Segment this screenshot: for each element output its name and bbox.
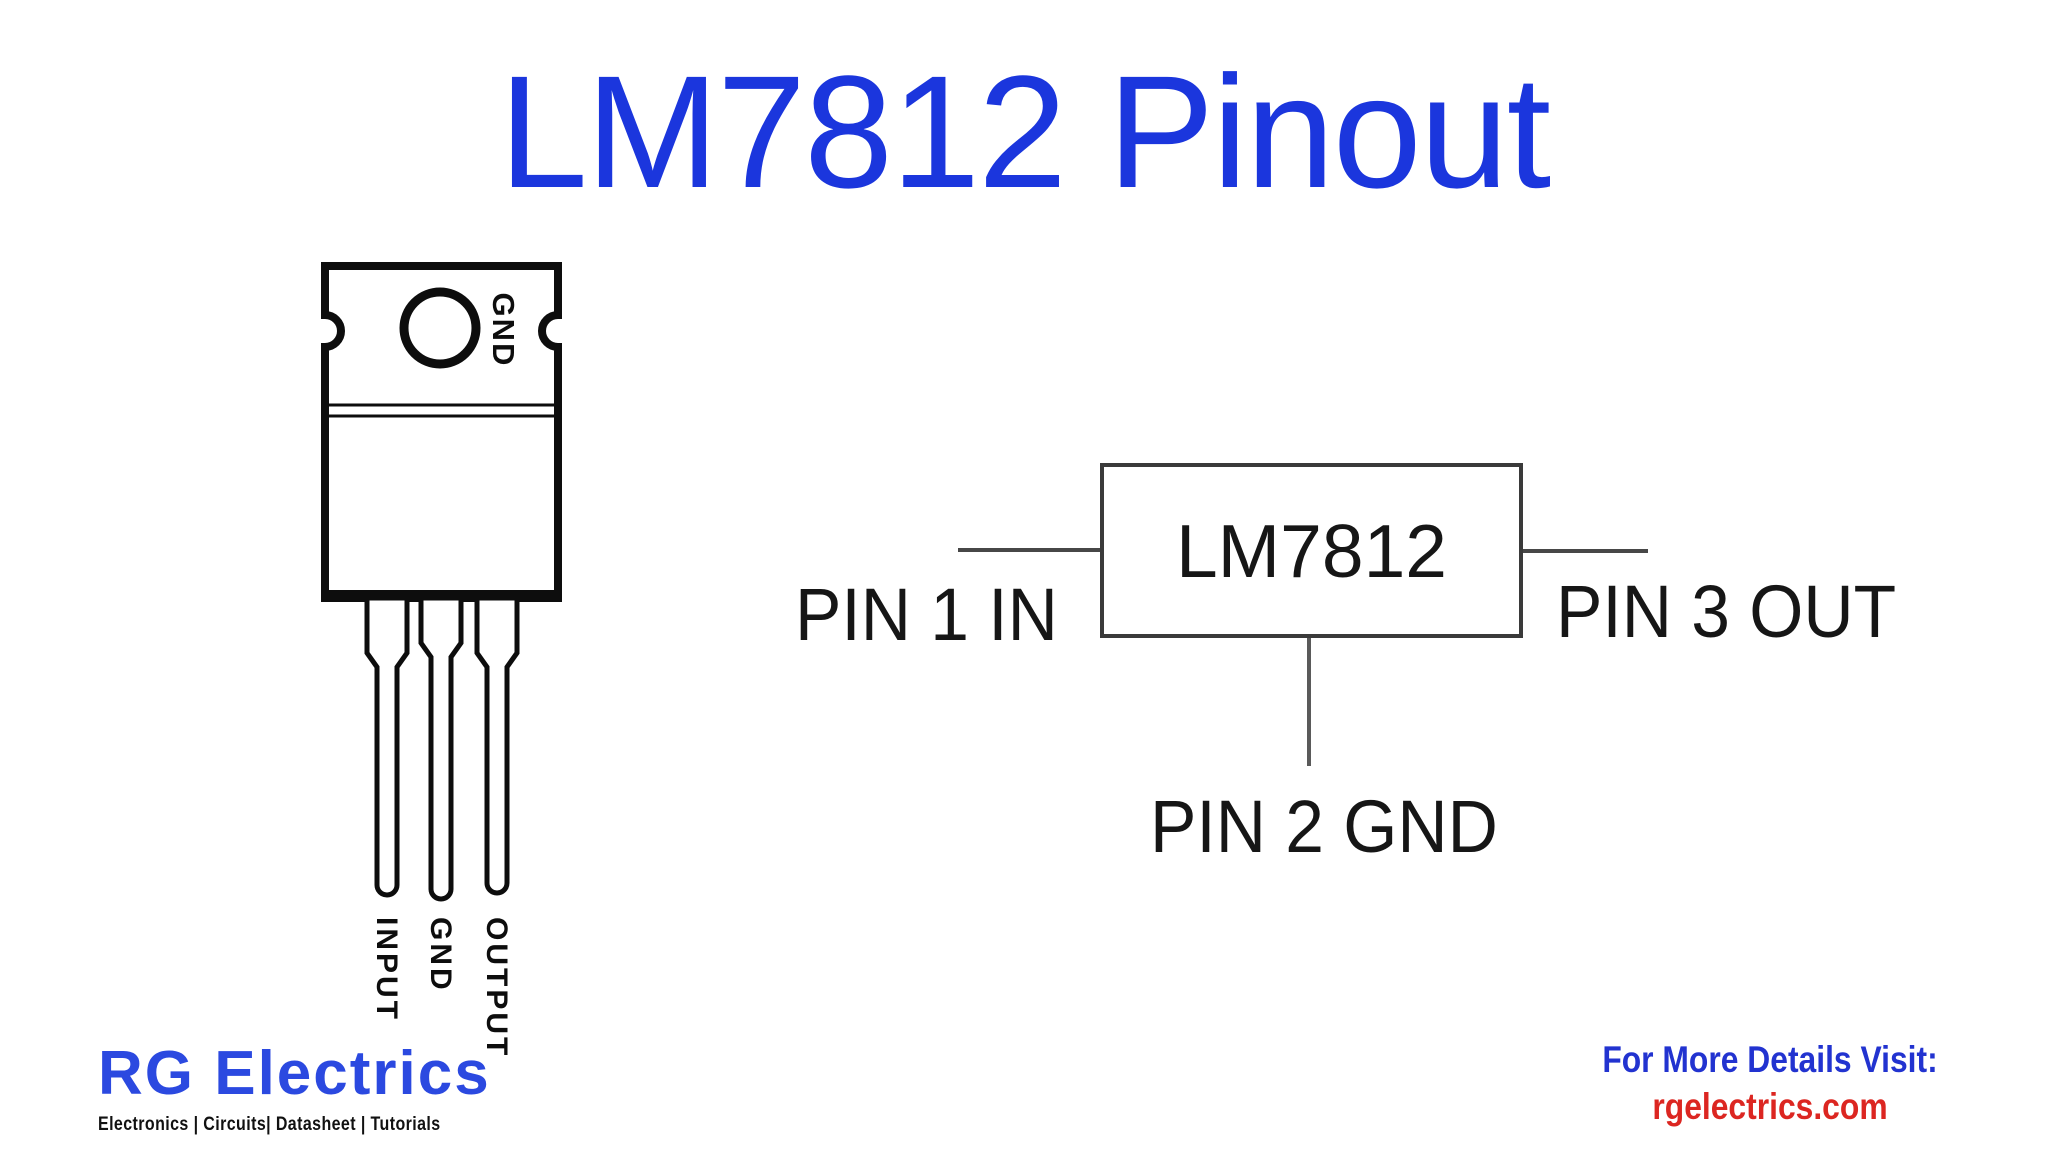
pin1-wire	[958, 548, 1100, 552]
regulator-box: LM7812	[1100, 463, 1523, 638]
logo-tagline: Electronics | Circuits| Datasheet | Tuto…	[98, 1113, 441, 1135]
pin3-label: PIN 3 OUT	[1556, 570, 1897, 653]
pin-gnd-label: GND	[424, 917, 457, 993]
regulator-label: LM7812	[1175, 508, 1448, 593]
pin1-label: PIN 1 IN	[795, 573, 1058, 656]
mounting-hole	[399, 287, 481, 369]
pin-input	[364, 595, 410, 898]
logo-block: RG Electrics Electronics | Circuits| Dat…	[98, 1043, 516, 1136]
pin-output-label: OUTPUT	[480, 917, 513, 1055]
pin2-wire	[1307, 638, 1311, 766]
visit-block: For More Details Visit: rgelectrics.com	[1555, 1038, 1985, 1130]
pin-gnd	[418, 595, 464, 902]
visit-text: For More Details Visit:	[1602, 1039, 1938, 1080]
tab-gnd-label: GND	[486, 293, 521, 368]
pin2-label: PIN 2 GND	[1150, 785, 1498, 868]
website-link: rgelectrics.com	[1652, 1086, 1888, 1128]
page-title: LM7812 Pinout	[498, 42, 1551, 221]
pin-output	[474, 595, 520, 896]
pin3-wire	[1523, 549, 1648, 553]
to220-package-drawing: GND INPUT GND OUTPUT	[321, 262, 562, 1055]
pin-input-label: INPUT	[370, 917, 403, 1022]
logo: RG Electrics	[98, 1039, 491, 1108]
